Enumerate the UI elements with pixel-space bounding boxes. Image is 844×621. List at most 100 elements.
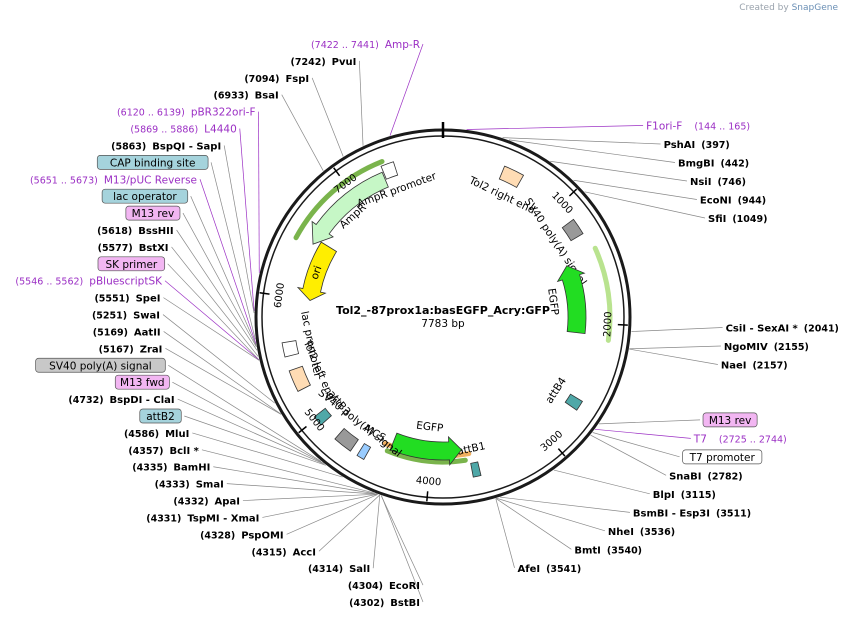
cut-site-bstxi[interactable]: (5577)BstXI xyxy=(98,243,169,254)
cut-position: (4314) xyxy=(308,564,343,575)
cut-site-nsii[interactable]: NsiI(746) xyxy=(690,177,746,188)
cut-site-label: BsmBI - Esp3I(3511) xyxy=(633,508,751,519)
cut-site-econi[interactable]: EcoNI(944) xyxy=(700,195,766,206)
enzyme-name: ZraI xyxy=(140,344,163,355)
primer-range: (5546 .. 5562) xyxy=(15,277,83,288)
feature-attb4[interactable]: attB4 xyxy=(543,375,583,411)
cut-site-nhei[interactable]: NheI(3536) xyxy=(608,527,675,538)
cut-site-bstbi[interactable]: (4302)BstBI xyxy=(349,598,420,609)
feature-egfp-top[interactable]: EGFP xyxy=(545,265,587,335)
cut-site-acci[interactable]: (4315)AccI xyxy=(251,547,315,558)
cut-site-zrai[interactable]: (5167)ZraI xyxy=(99,344,163,355)
primer-name: T7 xyxy=(693,433,707,445)
enzyme-name: BspDI xyxy=(110,395,143,406)
cut-site-mlui[interactable]: (4586)MluI xyxy=(124,429,189,440)
primer-l4440[interactable]: (5869 .. 5886)L4440 xyxy=(130,124,236,136)
ampr-outer xyxy=(293,159,385,241)
lac-promoter-shape xyxy=(281,340,300,358)
cut-site-naei[interactable]: NaeI(2157) xyxy=(721,361,788,372)
cut-site-bspdi[interactable]: (4732)BspDI - ClaI xyxy=(68,395,174,406)
cut-site-afei[interactable]: AfeI(3541) xyxy=(518,564,582,575)
cut-site-bmgbi[interactable]: BmgBI(442) xyxy=(678,158,749,169)
cut-site-label: BlpI(3115) xyxy=(653,490,716,501)
enzyme-name: NaeI xyxy=(721,361,747,372)
cut-site-tspmi[interactable]: (4331)TspMI - XmaI xyxy=(146,513,259,524)
feature-ori[interactable]: ori xyxy=(296,241,338,302)
enzyme-extra: - ClaI xyxy=(142,395,174,406)
enzyme-name: AatII xyxy=(134,327,161,338)
cut-site-bmti[interactable]: BmtI(3540) xyxy=(574,545,642,556)
enzyme-name: TspMI xyxy=(187,513,219,524)
primer-pbr322ori-f[interactable]: (6120 .. 6139)pBR322ori-F xyxy=(117,107,256,119)
feature-tag-m13-rev[interactable]: M13 rev xyxy=(702,412,758,428)
primer-m13-puc-reverse[interactable]: (5651 .. 5673)M13/pUC Reverse xyxy=(30,174,197,186)
cut-site-ngomiv[interactable]: NgoMIV(2155) xyxy=(724,342,809,353)
cut-site-bsshii[interactable]: (5618)BssHII xyxy=(97,226,173,237)
feature-tag-sv40-poly-a-signal[interactable]: SV40 poly(A) signal xyxy=(35,357,166,373)
cut-site-pshai[interactable]: PshAI(397) xyxy=(664,140,730,151)
primer-pbluescriptsk[interactable]: (5546 .. 5562)pBluescriptSK xyxy=(15,276,163,288)
feature-egfp-bottom[interactable]: EGFP xyxy=(389,420,463,466)
cut-site-csii[interactable]: CsiI - SexAI *(2041) xyxy=(726,324,839,335)
primer-label: (6120 .. 6139)pBR322ori-F xyxy=(117,107,256,119)
cut-site-label: (4315)AccI xyxy=(251,547,315,558)
tag-box xyxy=(35,357,166,373)
enzyme-name: BclI * xyxy=(169,446,199,457)
feature-tag-lac-operator[interactable]: lac operator xyxy=(101,188,189,204)
cut-site-bcli[interactable]: (4357)BclI * xyxy=(128,446,199,457)
cut-site-label: (5551)SpeI xyxy=(94,294,160,305)
primer-label: (5651 .. 5673)M13/pUC Reverse xyxy=(30,174,197,186)
backbone-ring xyxy=(254,122,632,506)
feature-tag-m13-rev[interactable]: M13 rev xyxy=(125,205,181,221)
leader-pbluescriptsk xyxy=(164,280,260,361)
feature-tag-sk-primer[interactable]: SK primer xyxy=(97,256,166,272)
enzyme-extra: - Esp3I xyxy=(668,508,710,519)
cut-site-pvui[interactable]: (7242)PvuI xyxy=(291,57,357,68)
feature-tag-t7-promoter[interactable]: T7 promoter xyxy=(682,449,763,465)
cut-site-blpi[interactable]: BlpI(3115) xyxy=(653,490,716,501)
enzyme-name: BstXI xyxy=(139,243,169,254)
cut-position: (3115) xyxy=(681,490,716,501)
cut-site-smai[interactable]: (4333)SmaI xyxy=(155,480,224,491)
cut-site-bsmbi[interactable]: BsmBI - Esp3I(3511) xyxy=(633,508,751,519)
cut-site-bspqi[interactable]: (5863)BspQI - SapI xyxy=(111,141,221,152)
cut-site-sfii[interactable]: SfiI(1049) xyxy=(708,214,767,225)
feature-tag-attb2[interactable]: attB2 xyxy=(139,408,182,424)
primer-label: (7422 .. 7441)Amp-R xyxy=(311,39,420,51)
primer-amp-r[interactable]: (7422 .. 7441)Amp-R xyxy=(311,39,420,51)
cut-site-label: AfeI(3541) xyxy=(518,564,582,575)
cut-position: (2041) xyxy=(804,324,839,335)
cut-site-apai[interactable]: (4332)ApaI xyxy=(173,497,240,508)
brand-prefix: Created by xyxy=(739,3,789,13)
primer-f1ori-f[interactable]: F1ori-F(144 .. 165) xyxy=(646,120,750,132)
cut-site-sali[interactable]: (4314)SalI xyxy=(308,564,370,575)
leader-bsai xyxy=(281,94,324,171)
cut-site-fspi[interactable]: (7094)FspI xyxy=(244,74,309,85)
leader-ecori xyxy=(380,495,424,586)
cut-site-label: (5618)BssHII xyxy=(97,226,173,237)
enzyme-name: NgoMIV xyxy=(724,342,768,353)
primer-name: pBR322ori-F xyxy=(191,107,256,119)
leader-nsii xyxy=(550,160,688,182)
primer-label: T7(2725 .. 2744) xyxy=(693,433,787,445)
enzyme-name: EcoRI xyxy=(389,581,420,592)
cut-site-aatii[interactable]: (5169)AatII xyxy=(93,327,161,338)
cut-site-label: (4302)BstBI xyxy=(349,598,420,609)
feature-attb1[interactable]: attB1 xyxy=(456,440,487,478)
cut-site-bsai[interactable]: (6933)BsaI xyxy=(214,91,279,102)
feature-tag-m13-fwd[interactable]: M13 fwd xyxy=(114,374,170,390)
tag-box xyxy=(101,188,189,204)
leader-spei xyxy=(163,297,260,361)
feature-tag-cap-binding-site[interactable]: CAP binding site xyxy=(96,155,209,170)
brand-watermark: Created by SnapGene xyxy=(739,3,838,13)
cut-site-ecori[interactable]: (4304)EcoRI xyxy=(348,581,420,592)
cut-site-swai[interactable]: (5251)SwaI xyxy=(92,311,160,322)
cut-site-bamhi[interactable]: (4335)BamHI xyxy=(132,463,210,474)
cut-site-snabi[interactable]: SnaBI(2782) xyxy=(669,471,743,482)
cut-site-pspomi[interactable]: (4328)PspOMI xyxy=(200,530,284,541)
tag-label: M13 rev xyxy=(132,208,175,220)
cut-position: (6933) xyxy=(214,91,249,102)
primer-t7[interactable]: T7(2725 .. 2744) xyxy=(693,433,787,445)
cut-site-label: (4331)TspMI - XmaI xyxy=(146,513,259,524)
cut-site-spei[interactable]: (5551)SpeI xyxy=(94,294,160,305)
